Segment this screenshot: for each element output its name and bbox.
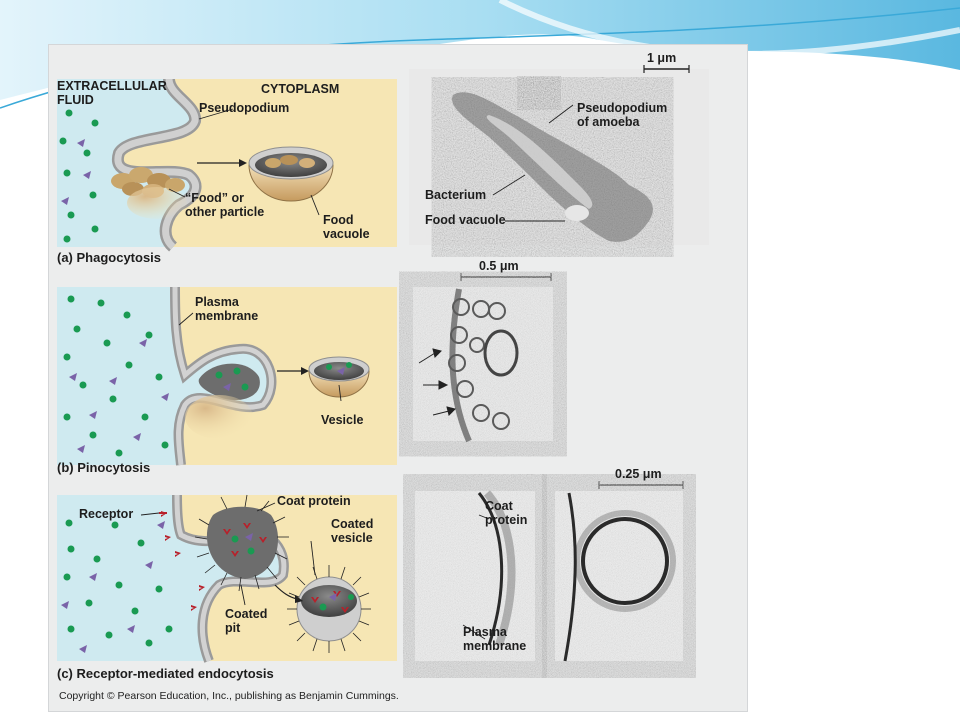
phago-membrane-shadow — [127, 187, 187, 219]
micrograph-coat-protein-label: Coat protein — [485, 499, 528, 527]
micrograph-food-vacuole-label: Food vacuole — [425, 213, 506, 227]
pseudopodium-label: Pseudopodium — [199, 101, 290, 115]
rme-micrograph-left-leaders — [462, 514, 490, 640]
pino-micrograph-vesicles — [448, 298, 510, 430]
rme-micrograph-membrane — [477, 492, 504, 646]
pino-trapped-particles — [215, 367, 249, 391]
rme-micrograph-vesicle-coat — [574, 510, 676, 612]
receptor-label: Receptor — [79, 507, 134, 521]
pino-extracellular-particles — [63, 295, 169, 457]
micrograph-floating-particle — [521, 79, 557, 107]
rme-scale-label: 0.25 μm — [615, 467, 662, 481]
rme-micrograph-coat — [483, 490, 516, 647]
pino-invagination — [198, 363, 260, 401]
pino-membrane-shadow — [185, 395, 253, 439]
pino-micrograph-arrows — [418, 348, 456, 416]
rme-micrograph-right — [555, 481, 684, 662]
bacterium-label: Bacterium — [425, 188, 487, 202]
phago-extracellular-particles — [59, 109, 99, 243]
rme-membrane-inner — [174, 494, 287, 662]
receptor-mediated-diagram — [57, 494, 397, 663]
micrograph-food-vacuole — [565, 205, 589, 221]
rme-micrograph-left — [415, 490, 535, 661]
rme-extracellular-particles — [63, 519, 173, 647]
phago-micrograph-scale-bar — [643, 65, 690, 73]
cytoplasm-label: CYTOPLASM — [261, 82, 340, 96]
phagocytosis-caption: (a) Phagocytosis — [57, 250, 162, 265]
phago-micrograph-leaders — [492, 104, 574, 222]
top-wave-shape — [0, 0, 960, 100]
pino-membrane-inner — [172, 286, 274, 466]
pino-micrograph-scale-bar — [460, 273, 552, 281]
coated-vesicle-label: Coated vesicle — [331, 517, 374, 545]
phago-micrograph — [409, 65, 709, 245]
pinocytosis-diagram — [57, 286, 397, 466]
extracellular-fluid-label: EXTRACELLULAR FLUID — [57, 79, 167, 107]
pino-micrograph — [413, 273, 553, 443]
pino-leader-lines — [178, 312, 342, 402]
endocytosis-figure: EXTRACELLULAR FLUID CYTOPLASM Pseudopodi… — [48, 44, 748, 712]
plasma-membrane-label: Plasma membrane — [195, 295, 259, 323]
rme-micrograph-vesicle — [581, 517, 669, 605]
figure-artwork — [57, 65, 709, 663]
pino-arrow — [277, 367, 309, 375]
coat-protein-label: Coat protein — [277, 494, 351, 508]
bacterium-shape — [486, 115, 593, 209]
copyright-notice: Copyright © Pearson Education, Inc., pub… — [59, 690, 399, 702]
food-vacuole-label: Food vacuole — [323, 213, 370, 241]
rme-micrograph-right-membrane — [563, 492, 577, 662]
phago-leader-lines — [168, 108, 320, 216]
vesicle-label: Vesicle — [321, 413, 364, 427]
food-particle-label: “Food” or other particle — [185, 191, 265, 219]
pino-micrograph-organelle — [483, 329, 519, 377]
rme-solutes — [61, 521, 165, 653]
receptor-mediated-caption: (c) Receptor-mediated endocytosis — [57, 666, 274, 681]
pino-scale-label: 0.5 μm — [479, 259, 519, 273]
rme-leader-lines — [140, 502, 316, 606]
phagocytosis-diagram — [57, 77, 397, 252]
micrograph-plasma-membrane-label: Plasma membrane — [463, 625, 527, 653]
rme-surface-receptors — [159, 511, 205, 611]
phago-solutes — [61, 139, 91, 205]
pinocytosis-caption: (b) Pinocytosis — [57, 460, 151, 475]
rme-coated-pit — [194, 494, 289, 592]
pino-solutes — [69, 339, 169, 453]
rme-arrow — [274, 584, 303, 603]
phago-food-vacuole — [248, 146, 334, 202]
phago-arrow — [197, 159, 247, 167]
pino-vesicle — [308, 356, 370, 398]
coated-pit-label: Coated pit — [225, 607, 268, 635]
rme-micrograph-scale-bar — [598, 481, 684, 489]
amoeba-pseudopodium-label: Pseudopodium of amoeba — [577, 101, 668, 129]
rme-coated-vesicle — [287, 565, 371, 653]
phago-scale-label: 1 μm — [647, 51, 677, 65]
